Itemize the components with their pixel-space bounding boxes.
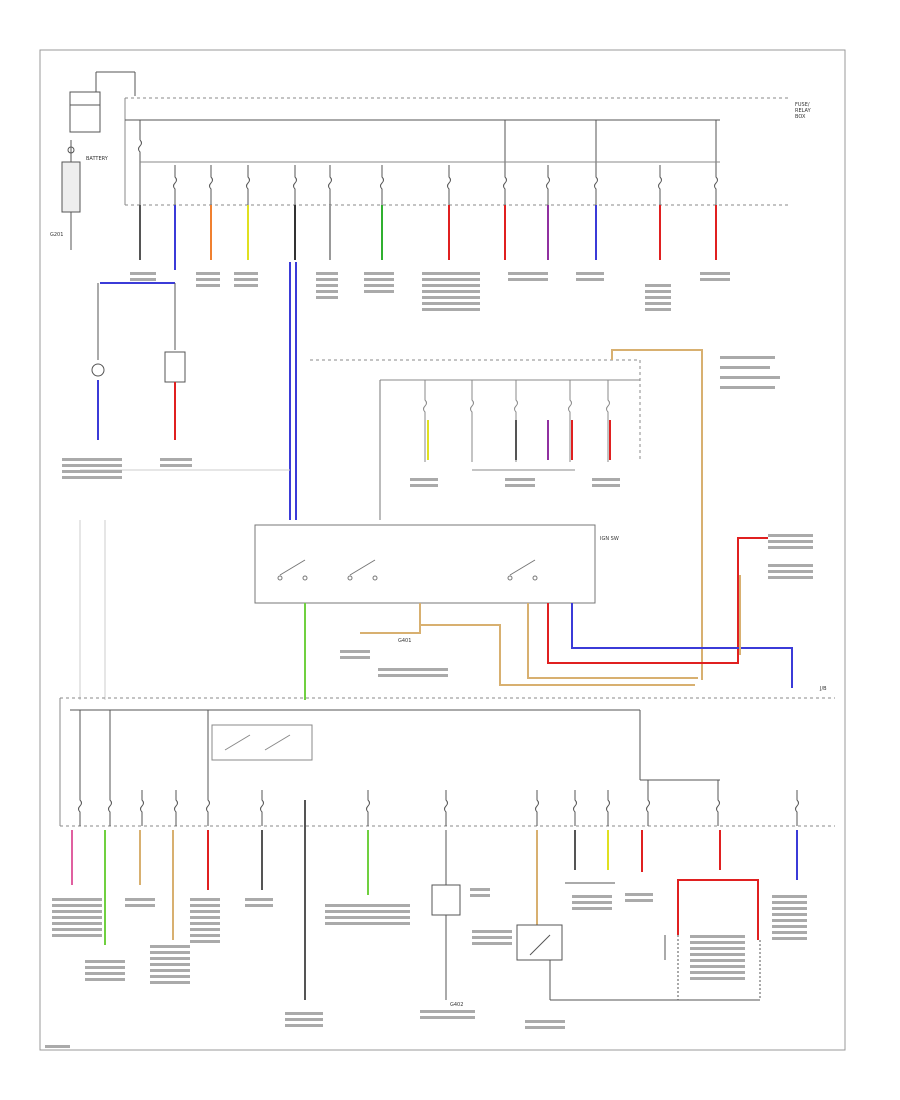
fuse-relay-box-label: FUSE/ [795,102,810,108]
ignition-labels [410,356,780,487]
middle-labels [340,534,813,677]
ground-label-lr: G402 [450,1002,463,1008]
bottom-wires [71,800,798,1000]
diagram-frame [39,49,846,1051]
ignition-relay-box [310,359,641,520]
bottom-components [431,882,761,1001]
junction-box [59,697,835,827]
bottom-destination-labels [52,888,807,1029]
top-fuse-row [138,120,720,205]
fuse-relay-box [124,97,790,206]
battery-label: BATTERY [86,156,109,162]
bottom-fuse-row [78,710,799,826]
ground-label: G201 [50,232,63,238]
left-relay-labels [62,458,192,479]
fuse-relay-box-label-3: BOX [795,114,806,120]
middle-wires [79,520,793,700]
page-footer-mark [45,1045,70,1048]
ignition-switch-box [254,524,596,604]
fuse-relay-box-label-2: RELAY [795,108,812,114]
battery-assembly [61,71,136,250]
left-relay-circuit [80,262,297,520]
ignition-switch-label: IGN SW [600,536,619,542]
ground-label-ign: G401 [398,638,411,644]
top-wires [139,205,717,270]
ignition-wires [427,349,703,680]
junction-box-label: J/B [819,686,827,692]
top-destination-labels [130,272,730,311]
